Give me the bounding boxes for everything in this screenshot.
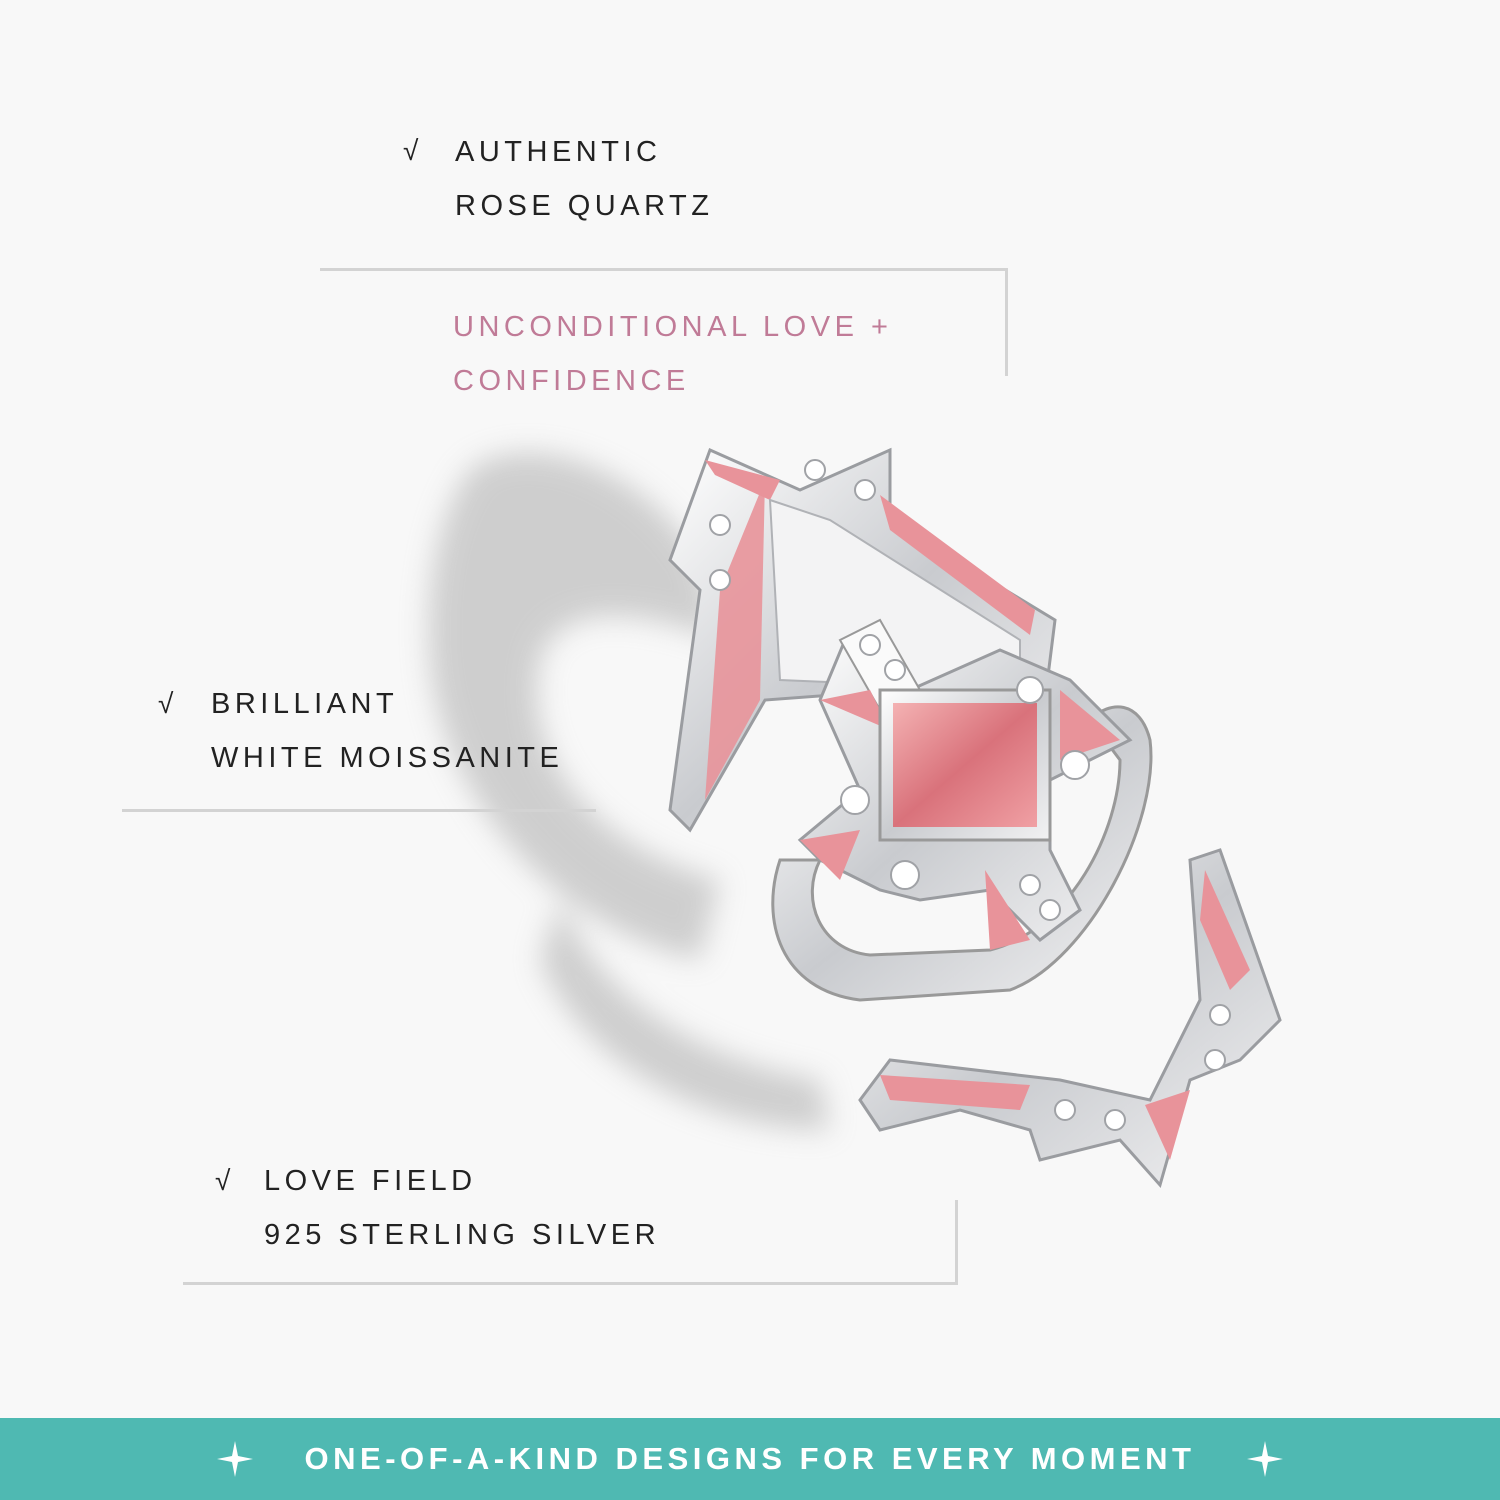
check-icon: √ xyxy=(403,135,419,166)
banner-text: ONE-OF-A-KIND DESIGNS FOR EVERY MOMENT xyxy=(304,1441,1196,1476)
divider xyxy=(1005,268,1008,376)
sparkle-icon xyxy=(216,1441,253,1477)
promo-banner: ONE-OF-A-KIND DESIGNS FOR EVERY MOMENT xyxy=(0,1418,1500,1500)
ring-center-head xyxy=(797,618,1133,950)
feature-line2: WHITE MOISSANITE xyxy=(211,742,564,774)
stone-meaning: UNCONDITIONAL LOVE + CONFIDENCE xyxy=(453,300,892,408)
divider xyxy=(183,1282,958,1285)
feature-line1: AUTHENTIC xyxy=(455,136,662,168)
feature-line1: LOVE FIELD xyxy=(264,1165,477,1197)
feature-moissanite: BRILLIANT WHITE MOISSANITE xyxy=(211,677,563,785)
meaning-line1: UNCONDITIONAL LOVE + xyxy=(453,311,893,343)
feature-line2: 925 STERLING SILVER xyxy=(264,1219,661,1251)
bottom-band-ring xyxy=(858,848,1282,1189)
feature-line1: BRILLIANT xyxy=(211,688,399,720)
check-icon: √ xyxy=(158,688,174,719)
feature-line2: ROSE QUARTZ xyxy=(455,190,714,222)
check-icon: √ xyxy=(215,1165,231,1196)
meaning-line2: CONFIDENCE xyxy=(453,365,690,397)
divider xyxy=(955,1200,958,1285)
divider xyxy=(122,809,596,812)
divider xyxy=(320,268,1008,271)
feature-sterling-silver: LOVE FIELD 925 STERLING SILVER xyxy=(264,1154,660,1262)
feature-rose-quartz: AUTHENTIC ROSE QUARTZ xyxy=(455,125,713,233)
sparkle-icon xyxy=(1247,1441,1284,1477)
ring-shadow xyxy=(429,452,830,1130)
